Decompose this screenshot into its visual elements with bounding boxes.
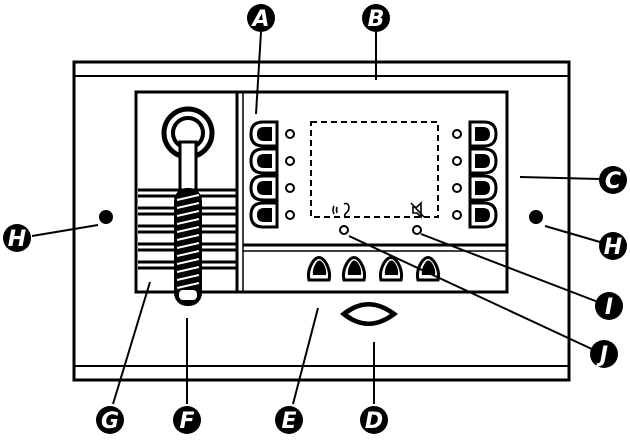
- callout-I: I: [595, 292, 623, 320]
- svg-text:G: G: [101, 409, 119, 434]
- svg-text:E: E: [281, 409, 296, 434]
- svg-text:B: B: [368, 7, 385, 32]
- leader-lines: [31, 31, 601, 405]
- callout-D: D: [360, 406, 388, 434]
- svg-text:I: I: [605, 295, 613, 320]
- mute-led: [412, 225, 422, 235]
- callout-H-left: H: [3, 224, 31, 252]
- right-soft-keys[interactable]: [468, 120, 498, 229]
- svg-text:H: H: [8, 227, 26, 252]
- display-window: [310, 121, 439, 218]
- callout-C: C: [599, 166, 627, 194]
- svg-text:H: H: [604, 235, 622, 260]
- speaker-mute-icon: [410, 201, 425, 219]
- left-soft-keys[interactable]: [249, 120, 279, 229]
- svg-text:C: C: [605, 169, 621, 194]
- callout-B: B: [362, 4, 390, 32]
- callout-E: E: [275, 406, 303, 434]
- faceplate: [72, 60, 571, 382]
- hearing-loop-icon: [332, 202, 350, 219]
- right-key-leds: [452, 129, 462, 220]
- svg-text:J: J: [596, 343, 608, 368]
- svg-text:D: D: [365, 409, 383, 434]
- svg-text:A: A: [250, 7, 269, 32]
- mounting-hole-right: [529, 210, 543, 224]
- callout-F: F: [173, 406, 201, 434]
- mounting-hole-left: [99, 210, 113, 224]
- hearing-loop-led: [339, 225, 349, 235]
- callout-A: A: [247, 4, 275, 32]
- gooseneck-microphone[interactable]: [161, 106, 215, 306]
- function-keys[interactable]: [306, 256, 441, 282]
- left-key-leds: [285, 129, 295, 220]
- callout-H-right: H: [599, 232, 627, 260]
- callout-J: J: [590, 340, 618, 368]
- push-to-talk-button[interactable]: [340, 302, 398, 326]
- svg-text:F: F: [179, 409, 194, 434]
- callout-G: G: [96, 406, 124, 434]
